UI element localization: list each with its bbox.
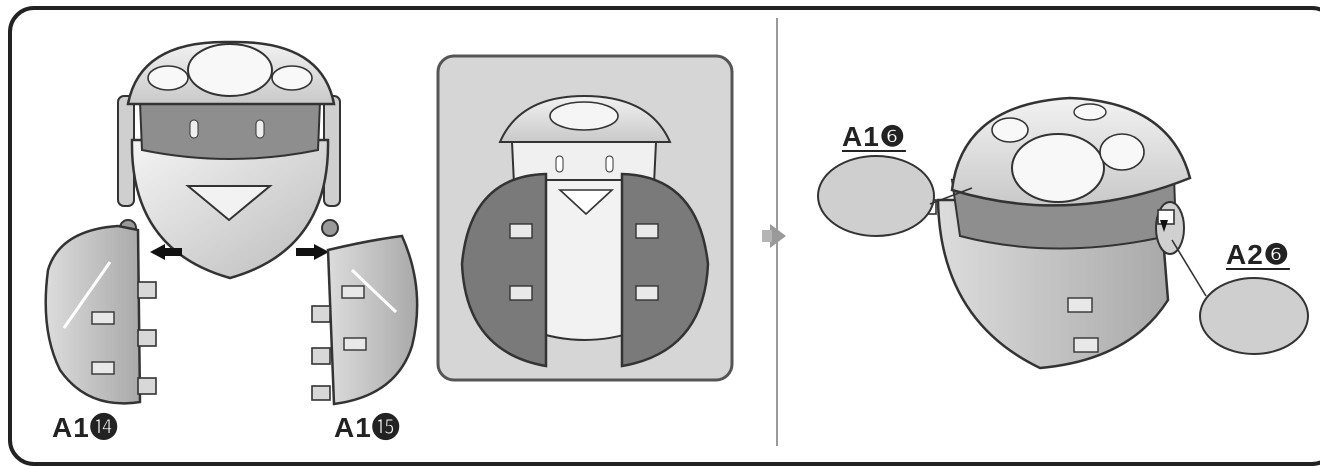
shell-piece-right xyxy=(312,236,417,404)
insert-arrow-right xyxy=(296,244,329,260)
label-callout-a26: A2❻ xyxy=(1226,238,1290,271)
haro-assembled-angled xyxy=(918,98,1190,368)
completed-view-inset xyxy=(438,56,732,380)
label-right-piece: A1⓯ xyxy=(334,406,401,446)
assembly-illustration xyxy=(0,0,1320,446)
instruction-page: A1⓮ A1⓯ A1❻ A2❻ xyxy=(0,0,1320,446)
label-left-piece: A1⓮ xyxy=(52,406,119,446)
next-step-arrow xyxy=(762,224,786,248)
shell-piece-left xyxy=(46,226,156,403)
haro-body-front xyxy=(118,42,340,278)
label-callout-a16: A1❻ xyxy=(842,120,906,153)
